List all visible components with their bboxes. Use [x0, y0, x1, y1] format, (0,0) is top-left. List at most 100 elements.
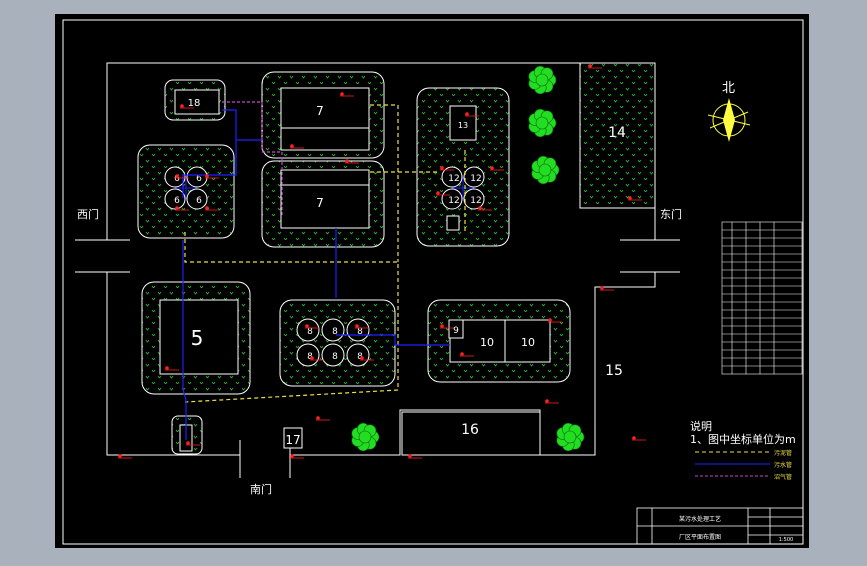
coordinate-marker-dot [632, 436, 636, 440]
notes-title: 说明 [690, 419, 712, 433]
label-10b: 10 [521, 336, 535, 349]
label-17: 17 [285, 433, 300, 447]
building-18 [174, 89, 220, 115]
title-block-project: 某污水处理工艺 [679, 515, 721, 523]
tank-label-12: 12 [470, 196, 481, 206]
coordinate-marker-dot [165, 366, 169, 370]
coordinate-marker-dot [460, 352, 464, 356]
building-17 [283, 427, 303, 449]
coordinate-marker-dot [478, 206, 482, 210]
tank-8 [321, 343, 345, 367]
tank-12 [463, 188, 485, 210]
coordinate-marker-dot [360, 356, 364, 360]
label-18: 18 [188, 98, 201, 109]
coordinate-marker-dot [186, 441, 190, 445]
tree-icon [528, 65, 557, 95]
label-14: 14 [608, 125, 626, 141]
building-5 [159, 299, 239, 375]
sludge-pipe [370, 104, 399, 262]
tank-label-8: 8 [307, 327, 313, 337]
tank-label-6: 6 [196, 196, 202, 206]
tank-12 [441, 188, 463, 210]
label-16: 16 [461, 422, 479, 438]
tank-label-8: 8 [357, 352, 363, 362]
coordinate-marker-dot [545, 399, 549, 403]
coordinate-marker-dot [440, 166, 444, 170]
building-7a [280, 87, 370, 151]
tank-8 [296, 318, 320, 342]
coordinate-marker-dot [340, 92, 344, 96]
building-10 [449, 319, 551, 363]
tank-label-12: 12 [470, 174, 481, 184]
tank-6 [164, 188, 186, 210]
coordinate-marker-dot [316, 416, 320, 420]
coordinate-marker-dot [205, 174, 209, 178]
tank-label-6: 6 [196, 174, 202, 184]
coordinate-marker-dot [355, 324, 359, 328]
east-gate-label: 东门 [660, 207, 682, 221]
notes-line1: 1、图中坐标单位为m [690, 432, 796, 446]
coordinate-marker-dot [310, 356, 314, 360]
label-7b: 7 [316, 196, 324, 210]
coordinate-marker-dot [588, 64, 592, 68]
label-7a: 7 [316, 104, 324, 118]
tank-label-8: 8 [307, 352, 313, 362]
tree-icon [351, 422, 380, 452]
tank-label-12: 12 [448, 196, 459, 206]
title-block-drawing: 厂区平面布置图 [679, 533, 721, 541]
notes-panel: 说明 1、图中坐标单位为m 污泥管 污水管 沼气管 [690, 419, 796, 481]
field-14 [579, 62, 656, 209]
tank-8 [346, 343, 370, 367]
tank-label-8: 8 [332, 327, 338, 337]
south-gate-label: 南门 [250, 482, 272, 496]
pipes [182, 101, 466, 440]
legend-label-sludge: 污泥管 [774, 449, 792, 457]
drawing-frame [62, 19, 804, 545]
coordinate-marker-dot [628, 196, 632, 200]
west-gate-label: 西门 [77, 207, 99, 221]
buildings [159, 87, 551, 456]
coordinate-marker-dot [465, 112, 469, 116]
sewage-pipe [182, 139, 262, 198]
legend-label-gas: 沼气管 [774, 473, 792, 481]
building-labels: 7 7 5 10 10 9 14 15 16 17 18 13 [188, 98, 626, 447]
coordinate-marker-dot [118, 454, 122, 458]
gas-pipe [222, 101, 283, 215]
grass-bed-8 [279, 299, 396, 387]
coordinate-marker-dot [600, 286, 604, 290]
label-15: 15 [605, 363, 623, 379]
coordinate-markers [118, 64, 646, 459]
building-small-box [446, 215, 460, 231]
tree-icon [528, 108, 557, 138]
tank-pipe [452, 177, 474, 199]
legend-label-sewage: 污水管 [774, 461, 792, 469]
coordinate-marker-dot [290, 144, 294, 148]
coordinate-marker-dot [180, 104, 184, 108]
coordinate-marker-dot [436, 191, 440, 195]
tank-12 [441, 166, 463, 188]
compass-icon: 北 [707, 81, 751, 142]
sludge-pipe [184, 232, 399, 403]
tank-label-8: 8 [332, 352, 338, 362]
title-block: 某污水处理工艺 厂区平面布置图 1:500 [636, 507, 804, 545]
tank-6 [164, 166, 186, 188]
trees [351, 65, 585, 452]
sewage-pipe [335, 228, 450, 346]
tank-label-8: 8 [357, 327, 363, 337]
label-10a: 10 [480, 336, 494, 349]
tank-label-6: 6 [174, 174, 180, 184]
tree-icon [531, 155, 560, 185]
coordinate-marker-dot [490, 166, 494, 170]
north-label: 北 [722, 81, 735, 96]
coordinate-marker-dot [305, 324, 309, 328]
tank-12 [463, 166, 485, 188]
coordinate-marker-dot [440, 324, 444, 328]
label-13: 13 [458, 121, 468, 130]
coordinate-marker-dot [290, 454, 294, 458]
coordinate-marker-dot [408, 454, 412, 458]
tank-8 [296, 343, 320, 367]
schedule-outline [721, 221, 803, 375]
label-9: 9 [453, 326, 459, 336]
